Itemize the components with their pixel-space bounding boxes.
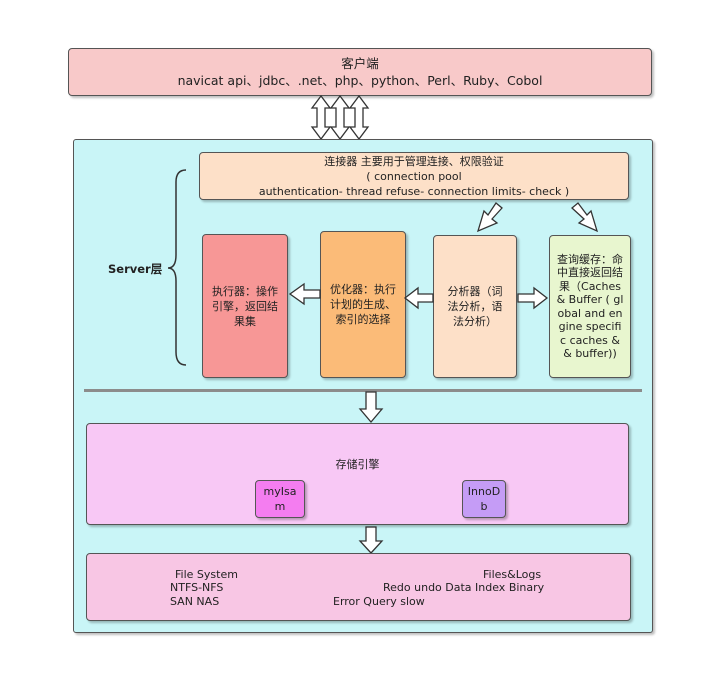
executor-box: 执行器：操作引擎，返回结果集 [202,234,288,378]
arrow-cache-to-analyzer [517,286,549,310]
filesystem-box: File System NTFS-NFS SAN NAS Files&Logs … [86,553,631,621]
analyzer-box: 分析器（词法分析，语法分析） [433,235,517,378]
cache-box: 查询缓存：命中直接返回结果（Caches & Buffer ( global a… [549,235,631,378]
arrow-to-filesystem [358,526,384,554]
analyzer-text: 分析器（词法分析，语法分析） [447,285,503,328]
arrow-to-storage [358,391,384,424]
cache-text: 查询缓存：命中直接返回结果（Caches & Buffer ( global a… [556,252,624,361]
connector-line2: ( connection pool [366,169,462,183]
optimizer-box: 优化器：执行计划的生成、索引的选择 [320,231,406,378]
arrow-optimizer-to-executor [288,282,321,306]
bidirectional-arrow-1 [310,94,332,141]
bidirectional-arrow-2 [329,94,351,141]
arrow-analyzer-to-optimizer [403,286,434,310]
client-subtitle: navicat api、jdbc、.net、php、python、Perl、Ru… [177,73,543,88]
arrow-to-cache [571,202,599,233]
innodb-engine: InnoDb [462,480,506,518]
server-label: Server层 [108,262,163,276]
optimizer-text: 优化器：执行计划的生成、索引的选择 [330,283,396,326]
fs-san: SAN NAS [170,595,220,608]
arrow-to-analyzer [476,202,503,233]
fs-file-system: File System [175,568,238,581]
client-title: 客户端 [341,56,379,71]
innodb-label: InnoDb [467,485,501,513]
client-box: 客户端 navicat api、jdbc、.net、php、python、Per… [68,48,652,96]
myisam-label: myIsam [263,485,297,513]
fs-ntfs: NTFS-NFS [170,581,224,594]
fs-redo: Redo undo Data Index Binary [383,581,545,594]
fs-files-logs: Files&Logs [483,568,542,581]
executor-text: 执行器：操作引擎，返回结果集 [212,284,278,328]
connector-line3: authentication- thread refuse- connectio… [258,184,570,198]
myisam-engine: myIsam [255,480,305,518]
storage-title: 存储引擎 [335,458,380,471]
server-container [73,139,653,633]
bidirectional-arrow-3 [348,94,370,141]
layer-divider [84,389,642,392]
storage-engine-box: 存储引擎 [86,423,629,525]
connector-box: 连接器 主要用于管理连接、权限验证 ( connection pool auth… [199,152,629,200]
connector-line1: 连接器 主要用于管理连接、权限验证 [324,154,504,168]
fs-error: Error Query slow [333,595,425,608]
